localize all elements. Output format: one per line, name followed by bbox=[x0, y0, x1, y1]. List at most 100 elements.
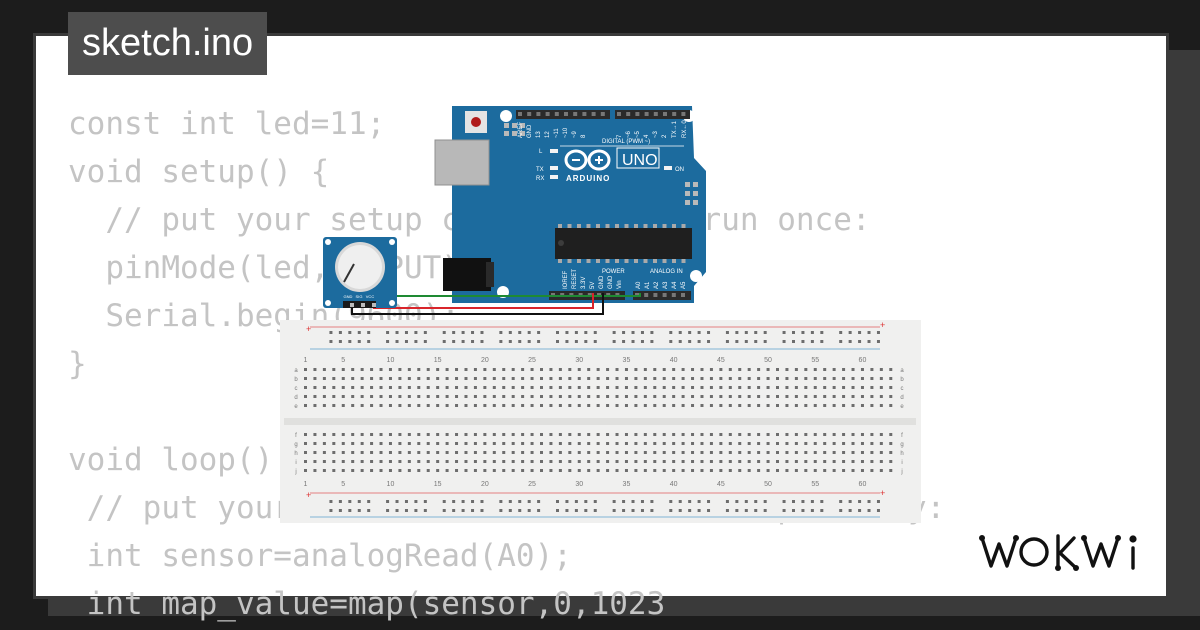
breadboard-hole bbox=[776, 460, 779, 463]
chip-pin bbox=[681, 259, 686, 263]
breadboard-hole bbox=[322, 386, 326, 389]
breadboard-hole bbox=[624, 404, 628, 407]
breadboard-hole bbox=[530, 451, 534, 454]
breadboard-hole bbox=[558, 451, 562, 454]
chip-pin bbox=[577, 224, 581, 228]
breadboard-hole bbox=[351, 451, 355, 454]
breadboard-hole bbox=[596, 442, 600, 445]
breadboard-hole bbox=[332, 451, 336, 454]
row-letter: e bbox=[900, 404, 904, 410]
breadboard-hole bbox=[473, 368, 477, 371]
header-pin bbox=[681, 293, 685, 297]
rail-hole bbox=[650, 500, 654, 503]
breadboard-hole bbox=[615, 404, 619, 407]
chip-pin bbox=[624, 259, 629, 263]
rail-hole bbox=[640, 509, 644, 512]
power-section-label: POWER bbox=[602, 269, 625, 275]
breadboard-hole bbox=[407, 442, 411, 445]
breadboard-hole bbox=[860, 433, 864, 436]
rail-hole bbox=[338, 509, 342, 512]
column-number: 25 bbox=[528, 357, 536, 364]
breadboard-hole bbox=[445, 451, 449, 454]
breadboard-hole bbox=[747, 395, 751, 398]
rail-hole bbox=[867, 500, 871, 503]
rail-hole bbox=[584, 509, 588, 512]
breadboard-hole bbox=[606, 442, 610, 445]
breadboard-hole bbox=[747, 368, 751, 371]
breadboard-hole bbox=[360, 404, 364, 407]
breadboard-hole bbox=[549, 386, 553, 389]
breadboard-hole bbox=[634, 451, 638, 454]
chip-pin bbox=[681, 224, 686, 228]
breadboard-hole bbox=[549, 460, 553, 463]
rail-hole bbox=[707, 340, 711, 343]
breadboard-hole bbox=[549, 404, 553, 407]
rail-hole bbox=[461, 500, 465, 503]
breadboard-hole bbox=[558, 442, 562, 445]
rail-hole bbox=[650, 509, 654, 512]
rail-hole bbox=[395, 500, 399, 503]
breadboard-hole bbox=[332, 386, 336, 389]
chip-pin bbox=[567, 259, 572, 263]
breadboard-hole bbox=[568, 433, 572, 436]
breadboard-hole bbox=[351, 368, 355, 371]
breadboard-hole bbox=[785, 386, 789, 389]
breadboard-hole bbox=[511, 469, 515, 472]
sketch-title[interactable]: sketch.ino bbox=[68, 12, 268, 75]
analog-pin-label: A2 bbox=[654, 281, 660, 289]
breadboard-hole bbox=[407, 460, 411, 463]
breadboard-hole bbox=[823, 451, 827, 454]
rail-hole bbox=[631, 331, 635, 334]
breadboard-hole bbox=[653, 386, 657, 389]
row-letter: f bbox=[295, 433, 297, 439]
breadboard-hole bbox=[417, 469, 421, 472]
breadboard-hole bbox=[766, 451, 770, 454]
breadboard-hole bbox=[502, 404, 506, 407]
breadboard-hole bbox=[691, 377, 695, 380]
breadboard-hole bbox=[757, 404, 761, 407]
breadboard-hole bbox=[832, 377, 836, 380]
breadboard-hole bbox=[606, 368, 610, 371]
breadboard-hole bbox=[492, 386, 496, 389]
breadboard-hole bbox=[313, 469, 317, 472]
header-pin bbox=[518, 112, 522, 116]
rail-hole bbox=[848, 340, 852, 343]
breadboard-hole bbox=[823, 368, 827, 371]
breadboard-hole bbox=[832, 451, 836, 454]
column-number: 40 bbox=[670, 357, 678, 364]
rail-hole bbox=[792, 331, 795, 334]
breadboard-hole bbox=[785, 469, 789, 472]
breadboard-hole bbox=[426, 404, 430, 407]
rail-hole bbox=[848, 509, 852, 512]
breadboard-hole bbox=[672, 386, 676, 389]
breadboard-hole bbox=[776, 451, 779, 454]
chip-pin bbox=[653, 224, 657, 228]
column-number: 5 bbox=[341, 481, 345, 488]
breadboard-hole bbox=[757, 433, 761, 436]
rail-hole bbox=[839, 509, 843, 512]
usb-port bbox=[434, 139, 490, 186]
chip-pin bbox=[643, 224, 648, 228]
breadboard-hole bbox=[785, 395, 789, 398]
breadboard-hole bbox=[879, 469, 883, 472]
breadboard-hole bbox=[360, 469, 364, 472]
header-pin bbox=[662, 293, 667, 297]
breadboard-hole bbox=[860, 395, 864, 398]
breadboard-hole bbox=[672, 460, 676, 463]
potentiometer-hole bbox=[325, 239, 331, 245]
breadboard-hole bbox=[851, 386, 855, 389]
breadboard-hole bbox=[388, 442, 392, 445]
power-pin-label: Vin bbox=[617, 280, 623, 289]
rail-hole bbox=[508, 509, 512, 512]
breadboard-hole bbox=[662, 368, 666, 371]
breadboard-hole bbox=[709, 433, 713, 436]
rail-hole bbox=[574, 331, 578, 334]
digital-pin-label: GND bbox=[527, 124, 533, 138]
power-jack bbox=[443, 258, 491, 291]
breadboard-hole bbox=[813, 460, 817, 463]
header-pin bbox=[591, 112, 596, 116]
breadboard-hole bbox=[662, 404, 666, 407]
rail-hole bbox=[565, 331, 569, 334]
breadboard-hole bbox=[492, 469, 496, 472]
rail-hole bbox=[792, 509, 795, 512]
